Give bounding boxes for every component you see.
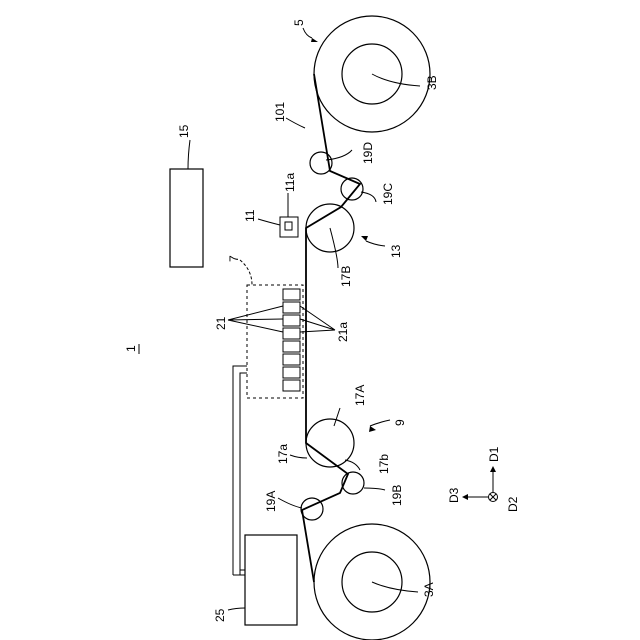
arrow-13 (361, 236, 368, 241)
leader-19A (278, 498, 302, 508)
label-19C: 19C (381, 183, 395, 205)
direction-indicator (462, 466, 498, 502)
leader-25 (228, 608, 245, 610)
label-1: 1 (124, 345, 138, 352)
leader-3B (372, 74, 420, 86)
label-11a: 11a (283, 173, 297, 192)
leader-19C (361, 192, 376, 202)
label-11: 11 (243, 209, 257, 222)
unit-25 (245, 535, 297, 625)
leader-19B (364, 488, 385, 490)
sensor-11 (280, 217, 298, 237)
leader-11 (258, 219, 280, 225)
label-17a: 17a (276, 444, 290, 464)
leader-101 (286, 118, 305, 128)
leader-19D (326, 150, 352, 160)
leader-17b (345, 460, 360, 470)
arrow-5 (311, 38, 318, 42)
leader-7 (240, 260, 252, 285)
label-D3: D3 (447, 487, 461, 503)
label-25: 25 (213, 608, 227, 622)
label-19A: 19A (264, 491, 278, 512)
heads-21 (283, 289, 300, 391)
label-19D: 19D (361, 142, 375, 164)
leader-9 (370, 420, 390, 426)
label-21: 21 (214, 316, 228, 330)
leader-17B (330, 228, 338, 268)
label-101: 101 (273, 102, 287, 122)
roller-19B (342, 472, 364, 494)
pipe-inner (240, 373, 247, 575)
sensor-11a (285, 222, 292, 230)
label-D2: D2 (506, 496, 520, 512)
label-17A: 17A (353, 385, 367, 406)
label-9: 9 (393, 419, 407, 426)
label-17B: 17B (339, 266, 353, 287)
leader-17A (334, 408, 340, 426)
leader-5 (303, 28, 312, 38)
label-21a: 21a (336, 322, 350, 342)
label-3B: 3B (425, 75, 439, 90)
label-13: 13 (389, 244, 403, 258)
label-3A: 3A (422, 582, 436, 597)
leader-3A (372, 582, 418, 592)
leader-21 (228, 306, 283, 332)
label-7: 7 (227, 255, 241, 262)
label-D1: D1 (487, 446, 501, 462)
leader-17a (290, 455, 307, 458)
label-5: 5 (292, 19, 306, 26)
arrow-9 (369, 426, 376, 432)
label-17b: 17b (377, 454, 391, 474)
controller-15 (170, 169, 203, 267)
leader-13 (366, 241, 385, 246)
leader-15 (188, 140, 190, 169)
label-19B: 19B (390, 485, 404, 506)
label-15: 15 (177, 124, 191, 138)
